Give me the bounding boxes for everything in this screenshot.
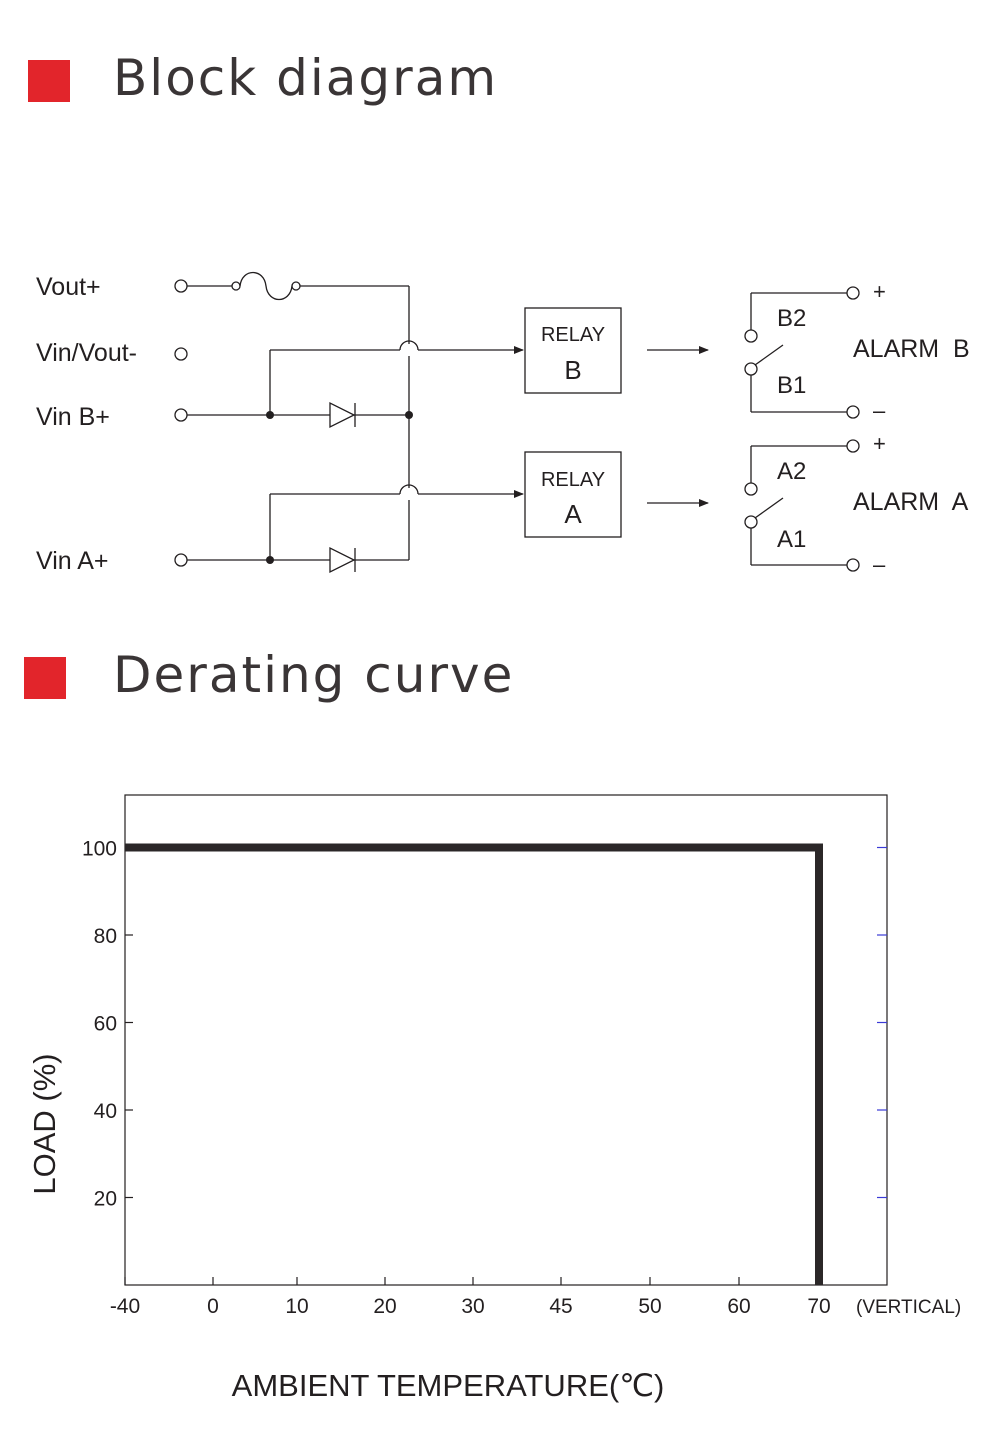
alarm-b-minus: – bbox=[873, 398, 886, 423]
diode-b-icon bbox=[329, 401, 356, 429]
alarm-a-label: ALARM A bbox=[853, 488, 969, 516]
contact-a1: A1 bbox=[777, 526, 806, 553]
relay-b-box: RELAY B bbox=[524, 307, 622, 394]
contact-a2: A2 bbox=[777, 458, 806, 485]
vin-b-wire bbox=[187, 401, 413, 429]
contact-b1: B1 bbox=[777, 372, 806, 399]
block-diagram: Vout+ Vin/Vout- Vin B+ Vin A+ bbox=[36, 271, 970, 577]
relay-b-letter: B bbox=[564, 355, 581, 385]
vin-a-wire bbox=[187, 546, 409, 574]
x-tick-label: 70 bbox=[807, 1295, 830, 1318]
y-tick-label: 20 bbox=[94, 1188, 117, 1211]
label-vin-a-plus: Vin A+ bbox=[36, 547, 109, 575]
plot-frame bbox=[124, 794, 888, 1286]
x-tick-label: 60 bbox=[727, 1295, 750, 1318]
x-axis-note: (VERTICAL) bbox=[856, 1297, 961, 1318]
x-tick-label: 30 bbox=[461, 1295, 484, 1318]
label-vout-plus: Vout+ bbox=[36, 273, 101, 301]
terminal-vin-b-plus bbox=[174, 408, 188, 422]
relay-a-letter: A bbox=[564, 499, 582, 529]
fuse-icon bbox=[239, 271, 293, 301]
terminal-vin-vout-minus bbox=[174, 347, 188, 361]
y-tick-label: 100 bbox=[82, 838, 117, 861]
relay-a-label: RELAY bbox=[541, 469, 605, 491]
y-tick-label: 40 bbox=[94, 1100, 117, 1123]
contact-b2: B2 bbox=[777, 305, 806, 332]
relay-b-label: RELAY bbox=[541, 324, 605, 346]
relay-b-feed bbox=[269, 340, 524, 415]
section-marker-block-diagram bbox=[28, 60, 70, 102]
alarm-b-plus: + bbox=[873, 279, 886, 304]
x-tick-label: 50 bbox=[638, 1295, 661, 1318]
derating-curve-title: Derating curve bbox=[113, 646, 515, 704]
block-diagram-title: Block diagram bbox=[113, 49, 499, 107]
x-tick-label: -40 bbox=[110, 1295, 140, 1318]
section-marker-derating-curve bbox=[24, 657, 66, 699]
diode-a-icon bbox=[329, 546, 356, 574]
x-axis-label: AMBIENT TEMPERATURE(℃) bbox=[232, 1368, 665, 1403]
x-tick-label: 0 bbox=[207, 1295, 219, 1318]
label-vin-vout-minus: Vin/Vout- bbox=[36, 339, 137, 367]
label-vin-b-plus: Vin B+ bbox=[36, 403, 110, 431]
y-axis-label: LOAD (%) bbox=[27, 1053, 62, 1194]
x-tick-label: 10 bbox=[285, 1295, 308, 1318]
y-tick-label: 80 bbox=[94, 925, 117, 948]
terminal-vout-plus bbox=[174, 279, 188, 293]
derating-series-line bbox=[125, 843, 823, 1285]
x-tick-label: 45 bbox=[549, 1295, 572, 1318]
alarm-a-plus: + bbox=[873, 431, 886, 456]
alarm-b-label: ALARM B bbox=[853, 335, 970, 363]
derating-chart: -40 0 10 20 30 45 50 60 70 20 40 60 80 100 (VERTICAL… bbox=[27, 794, 961, 1403]
y-tick-label: 60 bbox=[94, 1013, 117, 1036]
terminal-vin-a-plus bbox=[174, 553, 188, 567]
x-tick-label: 20 bbox=[373, 1295, 396, 1318]
alarm-a-minus: – bbox=[873, 552, 886, 577]
relay-a-feed bbox=[269, 484, 524, 560]
vout-plus-wire bbox=[187, 271, 410, 560]
relay-a-box: RELAY A bbox=[524, 451, 622, 538]
alarm-b-contacts bbox=[744, 286, 860, 419]
alarm-a-contacts bbox=[744, 439, 860, 572]
